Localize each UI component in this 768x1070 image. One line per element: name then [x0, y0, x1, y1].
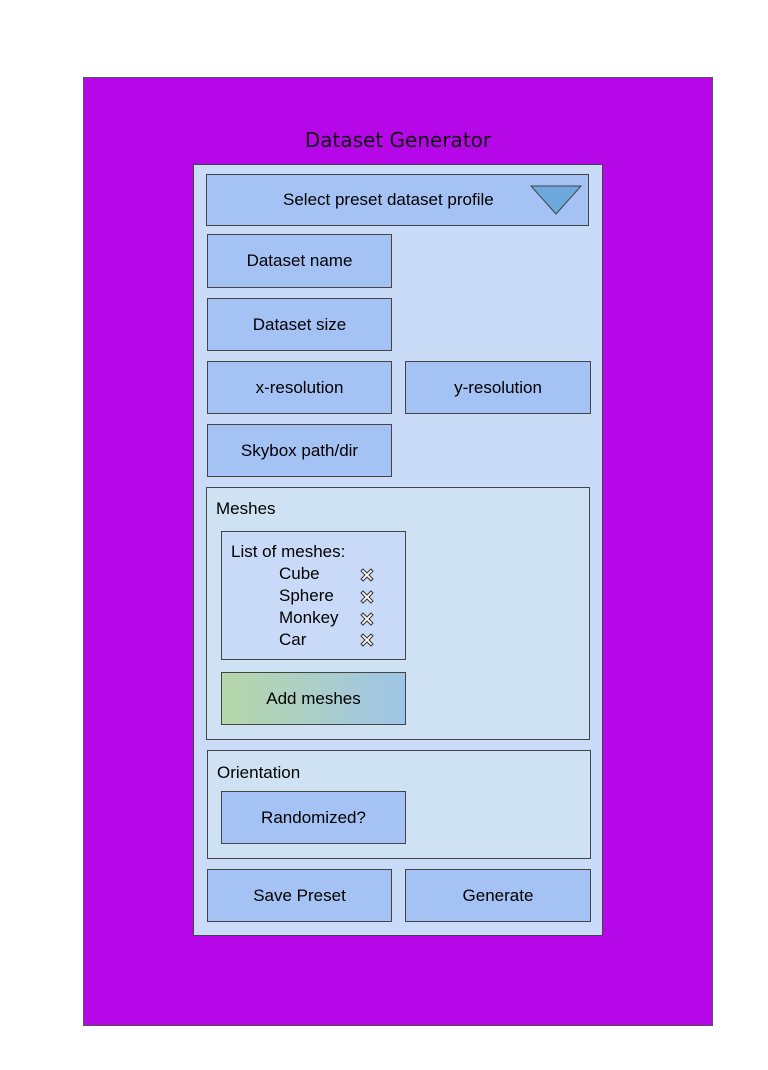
mesh-list-label: List of meshes:: [231, 542, 346, 561]
meshes-group-label: Meshes: [216, 499, 276, 518]
close-icon[interactable]: [360, 568, 374, 582]
mesh-name: Monkey: [279, 608, 339, 627]
orientation-group: Orientation Randomized?: [207, 750, 591, 859]
dataset-name-field[interactable]: Dataset name: [207, 234, 392, 288]
meshes-group: Meshes List of meshes: Cube Sphere Monke…: [206, 487, 590, 740]
y-resolution-label: y-resolution: [454, 377, 542, 397]
page-title: Dataset Generator: [304, 128, 492, 152]
mesh-name: Cube: [279, 564, 320, 583]
dataset-name-label: Dataset name: [246, 251, 353, 270]
dataset-size-label: Dataset size: [252, 314, 347, 334]
preset-dropdown[interactable]: Select preset dataset profile: [206, 174, 589, 226]
add-meshes-button[interactable]: Add meshes: [221, 672, 406, 725]
mesh-name: Sphere: [279, 586, 334, 605]
generator-panel: Select preset dataset profile Dataset na…: [193, 164, 603, 936]
chevron-down-icon[interactable]: [530, 185, 582, 215]
dataset-size-field[interactable]: Dataset size: [207, 298, 392, 351]
x-resolution-label: x-resolution: [255, 377, 344, 397]
save-preset-button[interactable]: Save Preset: [207, 869, 392, 922]
add-meshes-label: Add meshes: [266, 688, 361, 708]
save-preset-label: Save Preset: [253, 885, 346, 905]
orientation-group-label: Orientation: [217, 763, 301, 782]
generate-label: Generate: [462, 885, 534, 905]
skybox-path-field[interactable]: Skybox path/dir: [207, 424, 392, 477]
list-item: Monkey: [279, 607, 339, 629]
list-item: Sphere: [279, 585, 334, 607]
list-item: Car: [279, 629, 306, 651]
randomized-toggle[interactable]: Randomized?: [221, 791, 406, 844]
list-item: Cube: [279, 563, 320, 585]
x-resolution-field[interactable]: x-resolution: [207, 361, 392, 414]
close-icon[interactable]: [360, 590, 374, 604]
preset-dropdown-label: Select preset dataset profile: [283, 190, 494, 209]
y-resolution-field[interactable]: y-resolution: [405, 361, 591, 414]
skybox-path-label: Skybox path/dir: [240, 440, 359, 460]
close-icon[interactable]: [360, 633, 374, 647]
mesh-name: Car: [279, 630, 307, 649]
generate-button[interactable]: Generate: [405, 869, 591, 922]
randomized-label: Randomized?: [261, 807, 366, 827]
mesh-list: List of meshes: Cube Sphere Monkey Car: [221, 531, 406, 660]
close-icon[interactable]: [360, 612, 374, 626]
